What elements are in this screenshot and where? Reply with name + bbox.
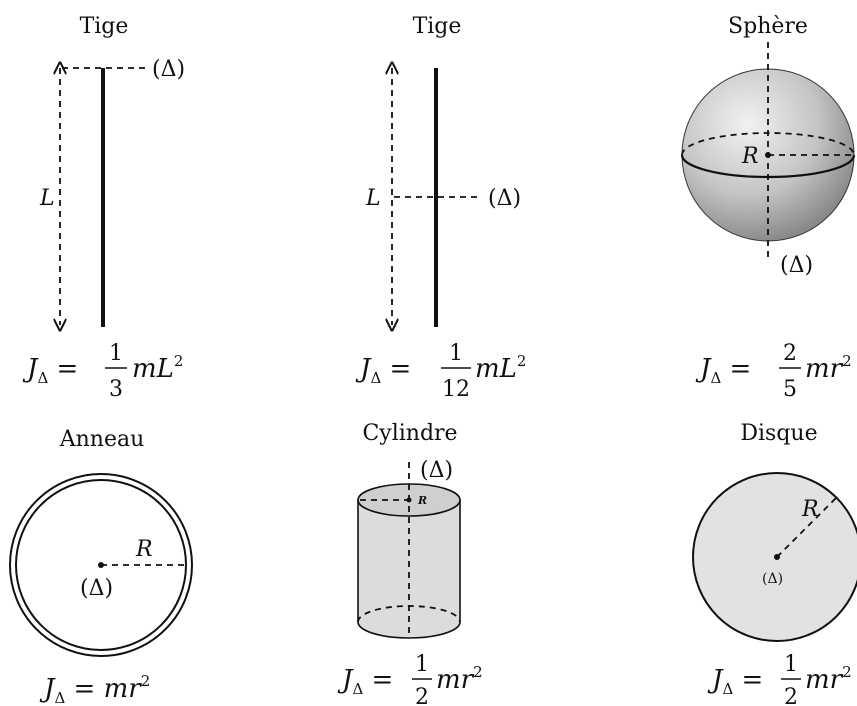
center-dot bbox=[774, 554, 780, 560]
axis-label: (Δ) bbox=[152, 57, 185, 82]
panel-title: Cylindre bbox=[362, 421, 457, 446]
formula-numerator: 1 bbox=[784, 652, 798, 677]
inertia-formula: JΔ = 1 2 mr2 bbox=[707, 652, 852, 706]
formula-numerator: 1 bbox=[415, 652, 429, 677]
formula-denominator: 2 bbox=[415, 685, 429, 706]
radius-line bbox=[776, 497, 837, 558]
radius-label: R bbox=[417, 494, 427, 507]
radius-label: R bbox=[741, 144, 759, 169]
svg-text:mL2: mL2 bbox=[132, 352, 183, 384]
formula-numerator: 1 bbox=[109, 341, 123, 366]
svg-text:mr2: mr2 bbox=[436, 663, 483, 695]
panel-title: Anneau bbox=[59, 427, 145, 452]
svg-text:JΔ =: JΔ = bbox=[355, 354, 411, 387]
inertia-formula: JΔ = mr2 bbox=[39, 672, 150, 706]
radius-label: R bbox=[801, 497, 819, 522]
panel-cylinder: Cylindre R (Δ) JΔ = 1 2 mr2 bbox=[337, 421, 483, 706]
formula-denominator: 5 bbox=[783, 377, 797, 402]
axis-label: (Δ) bbox=[420, 458, 453, 483]
svg-text:mr2: mr2 bbox=[805, 663, 852, 695]
svg-text:JΔ =: JΔ = bbox=[695, 354, 751, 387]
panel-ring: Anneau R (Δ) JΔ = mr2 bbox=[9, 427, 193, 706]
inertia-formula: JΔ = 2 5 mr2 bbox=[695, 341, 852, 402]
inertia-formula: JΔ = 1 2 mr2 bbox=[337, 652, 483, 706]
center-dot bbox=[98, 562, 104, 568]
panel-rod-center: Tige L (Δ) JΔ = 1 12 mL2 bbox=[355, 14, 526, 402]
length-label: L bbox=[39, 186, 55, 211]
formula-denominator: 2 bbox=[784, 685, 798, 706]
ring-outer bbox=[9, 473, 193, 657]
formula-denominator: 3 bbox=[109, 377, 123, 402]
panel-title: Sphère bbox=[728, 14, 808, 39]
panel-disk: Disque R (Δ) JΔ = 1 2 mr2 bbox=[692, 421, 857, 706]
center-dot bbox=[765, 152, 771, 158]
inertia-formula: JΔ = 1 3 mL2 bbox=[22, 341, 183, 402]
svg-text:JΔ = mr2: JΔ = mr2 bbox=[39, 672, 150, 706]
panel-sphere: Sphère R (Δ) JΔ = 2 5 mr2 bbox=[680, 14, 856, 402]
svg-text:JΔ =: JΔ = bbox=[22, 354, 78, 387]
inertia-formula: JΔ = 1 12 mL2 bbox=[355, 341, 526, 402]
radius-label: R bbox=[135, 537, 153, 562]
axis-label: (Δ) bbox=[80, 576, 113, 601]
svg-text:JΔ =: JΔ = bbox=[337, 665, 393, 698]
svg-text:JΔ =: JΔ = bbox=[707, 665, 763, 698]
ring-inner bbox=[15, 479, 187, 651]
length-label: L bbox=[365, 186, 381, 211]
cylinder-body bbox=[357, 499, 461, 639]
axis-label: (Δ) bbox=[762, 571, 783, 587]
panel-rod-end: Tige L (Δ) JΔ = 1 3 mL2 bbox=[22, 14, 185, 402]
panel-title: Disque bbox=[740, 421, 817, 446]
axis-label: (Δ) bbox=[488, 186, 521, 211]
formula-denominator: 12 bbox=[442, 377, 470, 402]
center-dot bbox=[406, 497, 412, 503]
axis-label: (Δ) bbox=[780, 253, 813, 278]
formula-numerator: 1 bbox=[449, 341, 463, 366]
svg-text:mr2: mr2 bbox=[805, 352, 852, 384]
formula-numerator: 2 bbox=[783, 341, 797, 366]
svg-text:mL2: mL2 bbox=[475, 352, 526, 384]
panel-title: Tige bbox=[413, 14, 462, 39]
panel-title: Tige bbox=[80, 14, 129, 39]
